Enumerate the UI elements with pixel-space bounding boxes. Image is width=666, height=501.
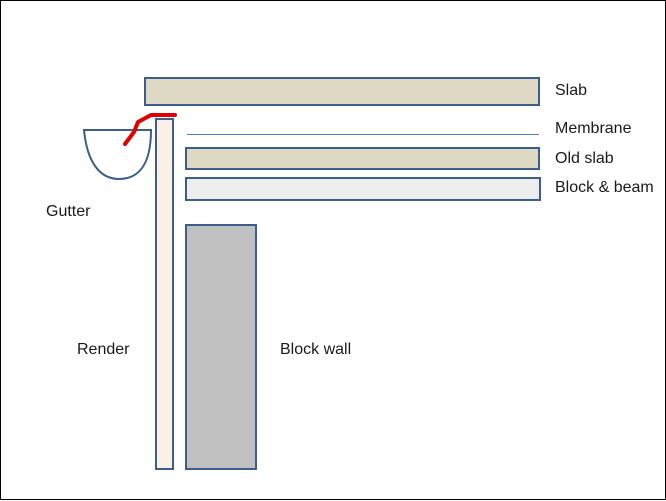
block-wall: [185, 224, 257, 470]
block-and-beam: [185, 177, 541, 201]
old-slab-label: Old slab: [555, 150, 614, 167]
gutter-shape: [82, 129, 153, 181]
block-wall-label: Block wall: [280, 341, 352, 358]
slab: [144, 77, 540, 106]
flashing-line: [123, 113, 177, 146]
membrane-line: [187, 134, 539, 135]
render-label: Render: [77, 341, 130, 358]
membrane-label: Membrane: [555, 120, 632, 137]
old-slab: [185, 147, 540, 170]
gutter-label: Gutter: [46, 203, 91, 220]
slab-label: Slab: [555, 82, 588, 99]
render: [155, 118, 174, 470]
block-beam-label: Block & beam: [555, 179, 654, 196]
